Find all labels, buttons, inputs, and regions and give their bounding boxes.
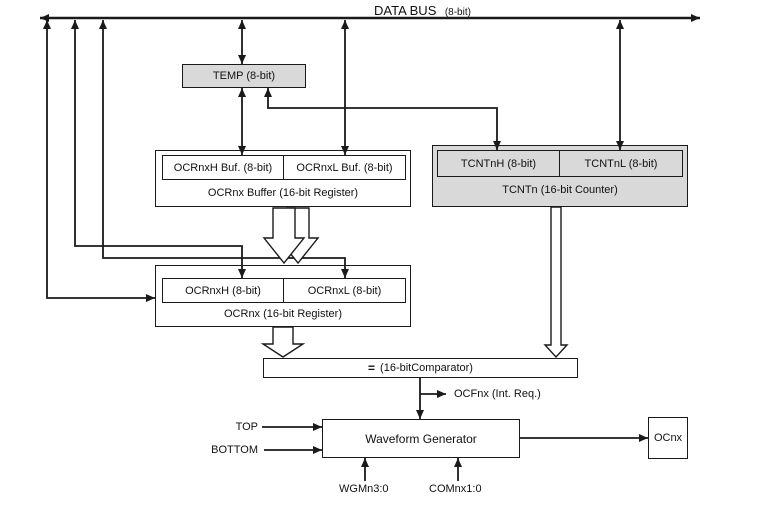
ocr-low-box: OCRnxL (8-bit) (283, 278, 406, 303)
ocr-buffer-caption: OCRnx Buffer (16-bit Register) (207, 187, 359, 199)
buffer-to-ocrnx-block-arrow-back (276, 207, 320, 265)
temp-register-box: TEMP (8-bit) (182, 64, 306, 88)
ocr-buffer-low-label: OCRnxL Buf. (8-bit) (296, 161, 393, 174)
data-bus-label-text: DATA BUS (374, 3, 437, 18)
ocr-high-label: OCRnxH (8-bit) (185, 284, 261, 297)
waveform-generator-box: Waveform Generator (322, 419, 520, 458)
wgm-signal-label: WGMn3:0 (339, 483, 389, 495)
tcnt-to-comparator-block-arrow (543, 206, 569, 359)
tcnt-low-label: TCNTnL (8-bit) (584, 157, 658, 170)
com-signal-label: COMnx1:0 (429, 483, 482, 495)
comparator-box: = (16-bitComparator) (263, 358, 578, 378)
bottom-signal-label: BOTTOM (211, 444, 258, 456)
top-signal-label: TOP (235, 421, 258, 433)
tcnt-low-box: TCNTnL (8-bit) (559, 150, 683, 177)
data-bus-label: DATA BUS (8-bit) (374, 2, 471, 20)
temp-tcnth-arrow (264, 88, 501, 150)
ocnx-output-label: OCnx (653, 432, 683, 444)
tcnt-high-box: TCNTnH (8-bit) (437, 150, 560, 177)
comparator-equals-sign: = (368, 361, 376, 375)
ocrnx-to-comparator-block-arrow (260, 326, 306, 358)
comparator-label: (16-bitComparator) (380, 362, 473, 374)
ocnx-output-box: OCnx (648, 417, 688, 459)
ocr-buffer-low-box: OCRnxL Buf. (8-bit) (283, 155, 406, 180)
tcnt-high-label: TCNTnH (8-bit) (460, 157, 537, 170)
waveform-generator-label: Waveform Generator (365, 431, 477, 446)
ocr-high-box: OCRnxH (8-bit) (162, 278, 284, 303)
bus-ocrnxh-arrow (71, 20, 246, 278)
bus-ocrnx-register-arrow (43, 20, 155, 302)
temp-register-label: TEMP (8-bit) (212, 70, 276, 82)
data-bus-width-note: (8-bit) (444, 7, 471, 18)
ocr-buffer-high-label: OCRnxH Buf. (8-bit) (173, 161, 273, 174)
ocr-buffer-high-box: OCRnxH Buf. (8-bit) (162, 155, 284, 180)
bus-ocrnxl-arrow (99, 20, 349, 278)
buffer-to-ocrnx-block-arrow (262, 207, 306, 265)
tcnt-caption: TCNTn (16-bit Counter) (502, 184, 618, 196)
ocfnx-interrupt-label: OCFnx (Int. Req.) (454, 388, 541, 400)
ocr-caption: OCRnx (16-bit Register) (224, 308, 342, 320)
ocr-low-label: OCRnxL (8-bit) (307, 284, 382, 297)
